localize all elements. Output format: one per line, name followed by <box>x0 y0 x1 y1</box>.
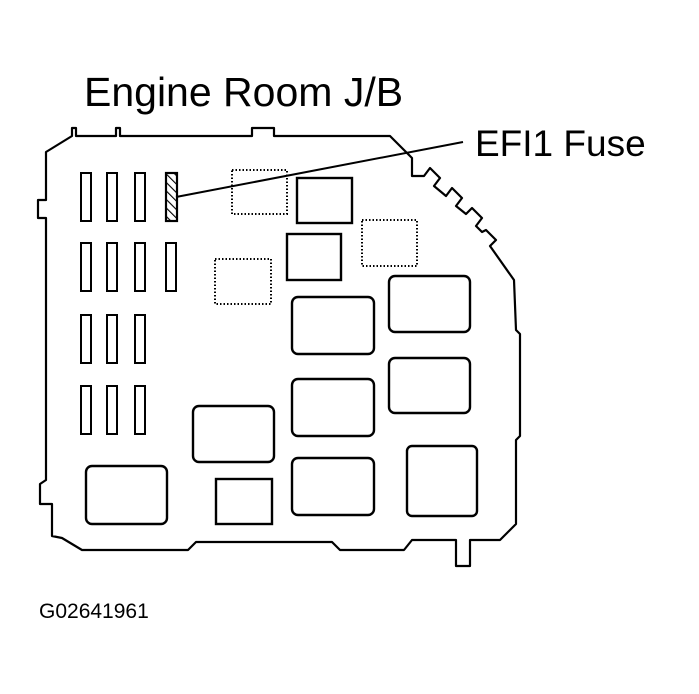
mini-fuse <box>134 385 146 435</box>
mini-fuse <box>106 172 118 222</box>
large-relay <box>387 274 472 334</box>
relay <box>361 219 418 267</box>
mini-fuse <box>106 242 118 292</box>
mini-fuse <box>80 242 92 292</box>
efi1-fuse <box>164 171 179 223</box>
large-relay <box>191 404 276 464</box>
relay <box>214 258 272 305</box>
large-relay <box>290 456 376 517</box>
diagram-title: Engine Room J/B <box>84 69 403 115</box>
callout-leader-line <box>175 141 464 198</box>
mini-fuse <box>80 172 92 222</box>
mini-fuse <box>134 242 146 292</box>
large-relay <box>290 295 376 356</box>
relay <box>295 176 354 225</box>
mini-fuse <box>80 314 92 364</box>
large-relay <box>290 377 376 438</box>
mini-fuse <box>134 172 146 222</box>
relay-group <box>84 169 479 526</box>
relay <box>285 232 343 282</box>
mini-fuse <box>106 314 118 364</box>
mini-fuse <box>80 385 92 435</box>
relay <box>214 477 274 526</box>
mini-fuse <box>106 385 118 435</box>
large-relay <box>84 464 169 526</box>
efi1-fuse-label: EFI1 Fuse <box>475 123 646 164</box>
mini-fuse <box>165 242 177 292</box>
mini-fuse <box>134 314 146 364</box>
mini-fuse-group <box>80 171 179 435</box>
figure-code: G02641961 <box>39 600 149 623</box>
large-relay <box>387 356 472 415</box>
large-relay <box>405 444 479 518</box>
